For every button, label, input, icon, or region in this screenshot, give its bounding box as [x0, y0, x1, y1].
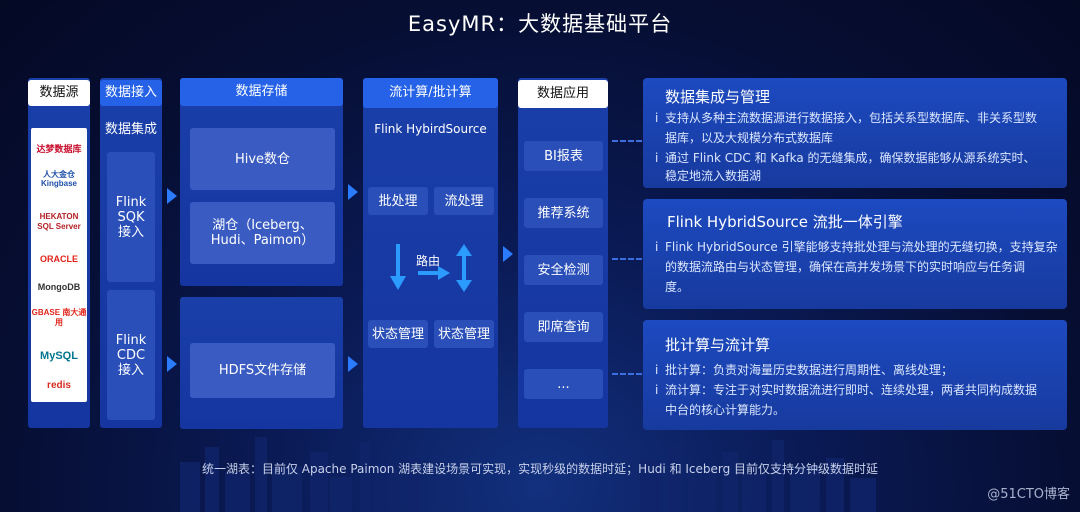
panel-batch-stream: 批计算与流计算 ⅰ 批计算：负责对海量历史数据进行周期性、离线处理； ⅰ 流计算…: [643, 320, 1067, 430]
flink-sqk-box[interactable]: Flink SQK 接入: [107, 152, 155, 282]
hive-box[interactable]: Hive数仓: [190, 128, 335, 190]
source-header: 数据源: [28, 80, 90, 106]
chevron-right-icon: [503, 246, 513, 262]
app-security-detection[interactable]: 安全检测: [524, 255, 603, 285]
connector-dashed: [612, 373, 642, 375]
panel-line: 支持从多种主流数据源进行数据接入，包括关系型数据库、非关系型数: [665, 111, 1038, 125]
down-arrow-icon: [390, 244, 406, 290]
up-down-arrow-icon: [456, 244, 472, 292]
panel-line: 据库，以及大规模分布式数据库: [665, 131, 834, 145]
chevron-right-icon: [167, 188, 177, 204]
storage-header: 数据存储: [180, 78, 343, 106]
chevron-right-icon: [167, 356, 177, 372]
panel-title: 批计算与流计算: [665, 336, 771, 354]
stream-box[interactable]: 流处理: [434, 187, 494, 215]
panel-line: 的数据流路由与状态管理，确保在高并发场景下的实时响应与任务调: [665, 260, 1026, 274]
batch-box[interactable]: 批处理: [368, 187, 428, 215]
source-logos-panel: 达梦数据库 人大金仓 Kingbase HEKATON SQL Server O…: [31, 128, 87, 402]
page-title: EasyMR：大数据基础平台: [407, 12, 673, 36]
panel-line: 中台的核心计算能力。: [665, 403, 786, 417]
panel-bullet-marker: ⅰ: [655, 151, 659, 165]
panel-data-integration: 数据集成与管理 ⅰ 支持从多种主流数据源进行数据接入，包括关系型数据库、非关系型…: [643, 78, 1067, 188]
panel-line: 稳定地流入数据湖: [665, 169, 762, 183]
logo-gbase: GBASE 南大通用: [31, 308, 87, 327]
panel-title: Flink HybridSource 流批一体引擎: [667, 213, 903, 231]
logo-dameng: 达梦数据库: [36, 144, 82, 154]
logo-mysql: MySQL: [40, 350, 78, 362]
flink-cdc-box[interactable]: Flink CDC 接入: [107, 290, 155, 420]
app-bi-report[interactable]: BI报表: [524, 141, 603, 171]
app-adhoc-query[interactable]: 即席查询: [524, 312, 603, 342]
chevron-right-icon: [348, 184, 358, 200]
logo-mongodb: MongoDB: [37, 282, 81, 292]
compute-header: 流计算/批计算: [363, 78, 498, 108]
logo-redis: redis: [47, 380, 71, 391]
state-management-box-1[interactable]: 状态管理: [368, 320, 428, 348]
panel-line: 通过 Flink CDC 和 Kafka 的无缝集成，确保数据能够从源系统实时、: [665, 151, 1036, 165]
app-more[interactable]: ...: [524, 369, 603, 399]
ingest-header: 数据接入: [100, 80, 162, 106]
panel-line: 批计算：负责对海量历史数据进行周期性、离线处理；: [665, 363, 954, 377]
chevron-right-icon: [348, 356, 358, 372]
logo-oracle: ORACLE: [40, 254, 78, 264]
connector-dashed: [612, 258, 642, 260]
panel-bullet-marker: ⅰ: [655, 383, 659, 397]
state-management-box-2[interactable]: 状态管理: [434, 320, 494, 348]
panel-bullet-marker: ⅰ: [655, 363, 659, 377]
panel-line: 流计算：专注于对实时数据流进行即时、连续处理，两者共同构成数据: [665, 383, 1038, 397]
connector-dashed: [612, 140, 642, 142]
apps-header: 数据应用: [518, 80, 608, 108]
panel-hybridsource: Flink HybridSource 流批一体引擎 ⅰ Flink Hybrid…: [643, 199, 1067, 309]
logo-sqlserver: HEKATON SQL Server: [37, 212, 81, 231]
panel-line: 度。: [665, 280, 690, 294]
panel-bullet-marker: ⅰ: [655, 111, 659, 125]
logo-kingbase: 人大金仓 Kingbase: [40, 170, 77, 188]
hdfs-box[interactable]: HDFS文件存储: [190, 343, 335, 398]
compute-column: [363, 78, 498, 428]
city-skyline-decoration: [180, 437, 876, 512]
ingest-subtitle: 数据集成: [104, 122, 157, 137]
compute-subtitle: Flink HybirdSource: [374, 122, 487, 136]
lakehouse-box[interactable]: 湖仓（Iceberg、Hudi、Paimon）: [190, 202, 335, 264]
panel-title: 数据集成与管理: [665, 88, 771, 106]
right-arrow-icon: [418, 266, 450, 280]
app-recommendation[interactable]: 推荐系统: [524, 198, 603, 228]
footer-note: 统一湖表：目前仅 Apache Paimon 湖表建设场景可实现，实现秒级的数据…: [201, 462, 879, 476]
panel-line: Flink HybridSource 引擎能够支持批处理与流处理的无缝切换，支持…: [665, 240, 1058, 254]
route-label: 路由: [416, 254, 441, 268]
watermark: @51CTO博客: [987, 487, 1070, 502]
panel-bullet-marker: ⅰ: [655, 240, 659, 254]
